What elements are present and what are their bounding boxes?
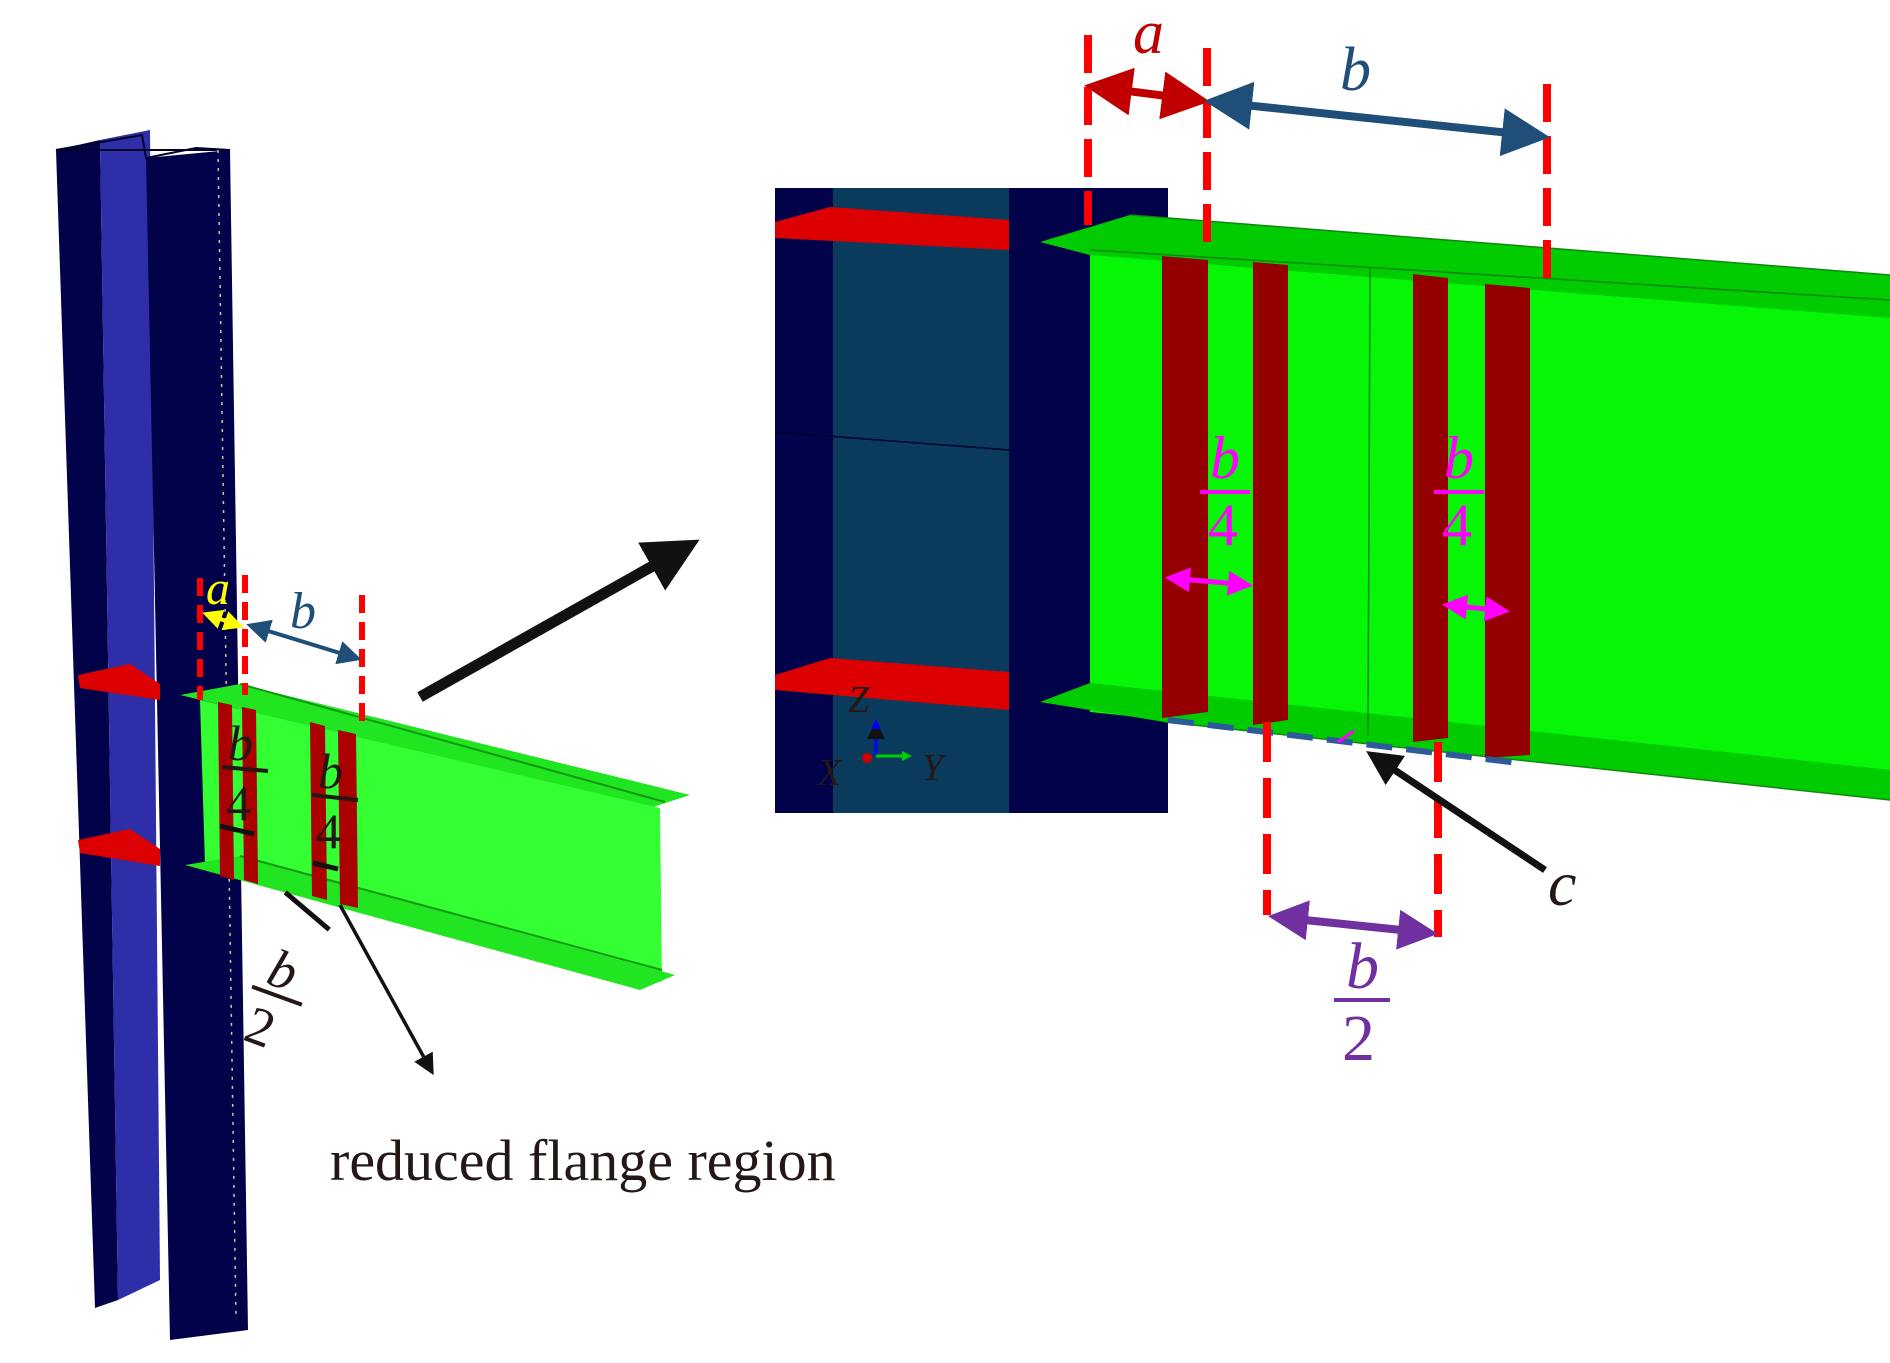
- fraction-numerator: b: [228, 715, 253, 771]
- fraction-quarter-left-2: b 4: [311, 743, 359, 872]
- axis-label-x: X: [816, 752, 843, 794]
- x-axis-icon: [862, 753, 872, 763]
- dim-tick: [312, 860, 339, 872]
- column-web: [100, 130, 160, 1300]
- dim-b-label-detail: b: [1340, 36, 1371, 104]
- zoom-arrow-icon: [417, 539, 700, 702]
- dim-tick: [283, 890, 331, 932]
- cut-depth-marker: [1337, 729, 1355, 744]
- axis-label-z: Z: [848, 679, 870, 721]
- dim-a-label-left: a: [206, 562, 230, 615]
- dim-a-label-detail: a: [1133, 0, 1164, 67]
- fraction-bar: [251, 984, 303, 1007]
- beam-bottom-flange: [185, 856, 675, 990]
- continuity-plate-top-left: [78, 664, 160, 700]
- column-back-flange: [56, 140, 118, 1308]
- fraction-denominator: 2: [1342, 1002, 1375, 1075]
- beam-flange-edge: [239, 683, 666, 803]
- axis-triad: Z X Y: [816, 679, 947, 794]
- fraction-denominator: 2: [237, 994, 283, 1060]
- fraction-denominator: 4: [1442, 492, 1472, 558]
- reduced-flange-strip: [1253, 262, 1288, 725]
- column-top-edge: [55, 133, 231, 160]
- dim-quarter-arrow-2: [1442, 594, 1510, 622]
- reduced-flange-strip: [338, 730, 358, 908]
- web-mesh-line: [1367, 267, 1371, 736]
- dim-half-arrow: [1268, 900, 1438, 950]
- reduced-flange-strip: [1162, 256, 1208, 718]
- z-axis-head: [871, 719, 881, 729]
- dim-b-arrow-detail: [1204, 81, 1550, 157]
- detail-view: a b b 4 b 4 b 2 c: [774, 0, 1890, 1075]
- beam-bottom-flange-detail: [1040, 683, 1890, 800]
- pointer-arrow-reduced-region: [338, 904, 434, 1076]
- fraction-numerator: b: [1346, 930, 1379, 1003]
- reduced-flange-strip: [1485, 284, 1530, 758]
- dim-b-label-left: b: [290, 583, 316, 640]
- beam-flange-edge: [239, 855, 663, 971]
- flange-edge: [1164, 721, 1890, 801]
- dim-a-arrow-left: [202, 609, 244, 631]
- continuity-plate-bottom-left: [78, 829, 160, 866]
- label-c: c: [1548, 848, 1576, 919]
- flange-edge: [1129, 214, 1890, 276]
- fraction-numerator: b: [1210, 425, 1240, 491]
- column-model: [55, 130, 248, 1340]
- beam-model-small: [180, 683, 690, 990]
- fraction-bar: [221, 765, 269, 773]
- beam-top-flange-detail: [1040, 215, 1890, 318]
- fraction-half-detail: b 2: [1334, 930, 1390, 1075]
- column-mesh-line: [774, 431, 1010, 451]
- axis-label-y: Y: [922, 747, 947, 789]
- reduced-flange-strip: [218, 702, 234, 880]
- fraction-denominator: 4: [1208, 492, 1238, 558]
- fraction-denominator: 4: [316, 803, 341, 859]
- dim-quarter-arrow-1: [1165, 567, 1253, 596]
- pointer-arrow-c: [1366, 751, 1547, 873]
- fraction-denominator: 4: [226, 775, 251, 831]
- reduced-flange-strip: [310, 722, 327, 900]
- continuity-plate-top-detail: [775, 207, 1009, 250]
- reduced-flange-strip: [1413, 274, 1448, 742]
- dim-tick: [219, 823, 255, 837]
- fraction-quarter-detail-2: b 4: [1434, 425, 1484, 558]
- dim-a-arrow-detail: [1084, 67, 1210, 120]
- reduced-flange-profile-line: [1167, 717, 1519, 766]
- fraction-bar: [311, 793, 359, 802]
- fraction-numerator: b: [318, 743, 343, 799]
- beam-top-flange: [180, 684, 690, 808]
- dim-b-arrow-left: [246, 619, 362, 665]
- caption-reduced-flange-region: reduced flange region: [330, 1128, 836, 1193]
- column-panel-zone: [833, 188, 1009, 813]
- fraction-quarter-left-1: b 4: [219, 715, 269, 837]
- y-axis-head: [902, 751, 912, 761]
- fraction-quarter-detail-1: b 4: [1200, 425, 1250, 558]
- reduced-flange-strip: [242, 707, 258, 884]
- continuity-plate-bottom-detail: [775, 658, 1009, 710]
- fraction-numerator: b: [1444, 425, 1474, 491]
- flange-edge: [1089, 249, 1890, 301]
- fraction-half-left: b 2: [237, 890, 331, 1060]
